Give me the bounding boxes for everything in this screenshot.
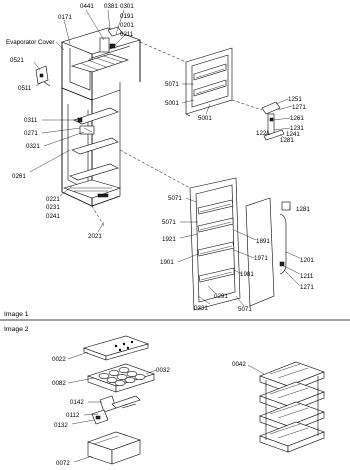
callout-0221: 0221 xyxy=(46,196,60,203)
callout-1221: 1221 xyxy=(256,130,270,137)
callout-0022: 0022 xyxy=(52,356,66,363)
callout-0301: 0301 xyxy=(120,3,134,10)
ice-cube-tray xyxy=(87,363,155,393)
callout-1251: 1251 xyxy=(288,96,302,103)
callout-0112: 0112 xyxy=(66,412,80,419)
callout-0311: 0311 xyxy=(24,117,38,124)
callout-0201: 0201 xyxy=(120,22,134,29)
callout-2021: 2021 xyxy=(88,233,102,240)
callout-5071-bottom: 5071 xyxy=(238,306,252,313)
callout-0132: 0132 xyxy=(54,422,68,429)
tray-support xyxy=(91,395,141,425)
callout-0291: 0291 xyxy=(214,293,228,300)
ice-tray-cover xyxy=(83,335,149,361)
callout-0082: 0082 xyxy=(52,380,66,387)
image2-callout-labels: 0022 0082 0032 0142 0112 0132 0072 0042 xyxy=(52,356,246,467)
callout-0381: 0381 xyxy=(104,3,118,10)
callout-0191: 0191 xyxy=(120,13,134,20)
callout-5071-mid: 5071 xyxy=(168,195,182,202)
callout-0321: 0321 xyxy=(26,143,40,150)
callout-0072: 0072 xyxy=(56,460,70,467)
image1-caption: Image 1 xyxy=(4,311,29,318)
image2-leader-lines xyxy=(67,351,265,463)
callout-5071-upper: 5071 xyxy=(165,81,179,88)
callout-1231: 1231 xyxy=(290,125,304,132)
callout-0521: 0521 xyxy=(10,57,24,64)
callout-0441: 0441 xyxy=(80,3,94,10)
callout-5071-shelf: 5071 xyxy=(162,219,176,226)
exploded-view-guides xyxy=(91,41,263,227)
callout-5001-upper: 5001 xyxy=(165,100,179,107)
callout-1971: 1971 xyxy=(254,255,268,262)
leader-lines xyxy=(29,9,301,307)
callout-evaporator-cover: Evaporator Cover xyxy=(6,39,55,46)
ice-bin xyxy=(87,431,141,465)
callout-1271-lower: 1271 xyxy=(300,284,314,291)
callout-5001-lower: 5001 xyxy=(198,115,212,122)
callout-0142: 0142 xyxy=(70,399,84,406)
callout-0331: 0331 xyxy=(194,305,208,312)
callout-1981: 1981 xyxy=(240,271,254,278)
callout-0271: 0271 xyxy=(24,130,38,137)
freezer-door xyxy=(185,47,233,117)
callout-0511: 0511 xyxy=(18,85,32,92)
image1-callout-labels: 0441 0381 0301 0191 0201 0211 0171 Evapo… xyxy=(6,3,314,313)
callout-0231: 0231 xyxy=(46,204,60,211)
refrigerator-cabinet xyxy=(61,26,141,207)
callout-1901: 1901 xyxy=(160,259,174,266)
fresh-food-door xyxy=(189,177,241,311)
callout-1241: 1241 xyxy=(286,131,300,138)
callout-1271-upper: 1271 xyxy=(292,104,306,111)
callout-1891: 1891 xyxy=(256,238,270,245)
callout-0261: 0261 xyxy=(12,173,26,180)
callout-0042: 0042 xyxy=(232,361,246,368)
evaporator-cover-bracket xyxy=(35,65,51,87)
hinge-assembly xyxy=(261,101,285,141)
callout-0032: 0032 xyxy=(156,367,170,374)
image1-panel: 0441 0381 0301 0191 0201 0211 0171 Evapo… xyxy=(4,3,314,318)
callout-0241: 0241 xyxy=(46,213,60,220)
callout-1281-lower: 1281 xyxy=(296,206,310,213)
stacked-ice-trays xyxy=(259,361,325,453)
callout-0211: 0211 xyxy=(120,31,134,38)
callout-0171: 0171 xyxy=(58,14,72,21)
callout-1211: 1211 xyxy=(300,273,314,280)
door-side-panel xyxy=(245,197,291,307)
callout-1921: 1921 xyxy=(162,236,176,243)
image2-caption: Image 2 xyxy=(4,326,29,333)
callout-1281-upper: 1281 xyxy=(280,137,294,144)
callout-1201: 1201 xyxy=(300,257,314,264)
callout-1261: 1261 xyxy=(290,115,304,122)
image2-panel: Image 2 xyxy=(4,326,325,467)
